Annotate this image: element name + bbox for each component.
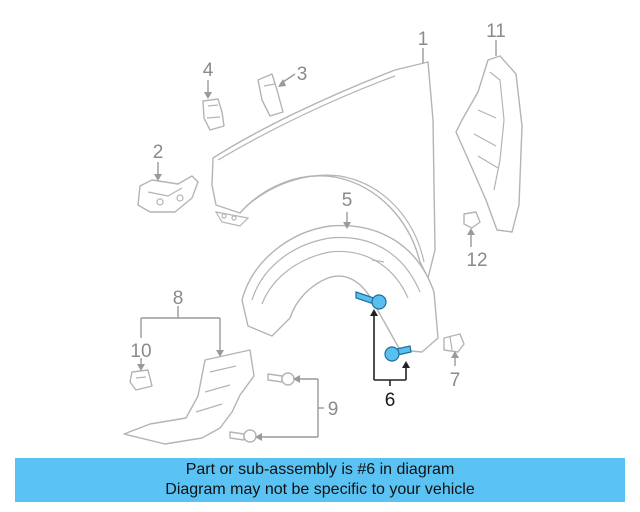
clip-part-12 <box>463 211 481 229</box>
callout-8: 8 <box>173 288 184 309</box>
callout-9: 9 <box>328 399 339 420</box>
info-banner: Part or sub-assembly is #6 in diagram Di… <box>15 458 625 502</box>
panel-part-11 <box>455 55 523 233</box>
callout-7: 7 <box>450 370 461 391</box>
callout-12: 12 <box>466 250 487 271</box>
block-part-3 <box>257 73 284 117</box>
bolt-part-6-upper <box>355 291 387 310</box>
bracket-part <box>137 175 199 213</box>
callout-3: 3 <box>297 64 308 85</box>
callout-8-leader <box>140 306 224 357</box>
callout-10: 10 <box>130 341 151 362</box>
callout-6-leader <box>370 309 410 386</box>
callout-9-leader <box>255 375 324 441</box>
banner-line-part-number: Part or sub-assembly is #6 in diagram <box>185 461 455 478</box>
callout-11: 11 <box>486 21 506 42</box>
callout-4: 4 <box>203 60 214 81</box>
fender-part <box>211 61 436 279</box>
liner-part-5 <box>241 224 439 353</box>
callout-1: 1 <box>418 29 429 50</box>
bolt-part-6-lower <box>384 345 412 362</box>
retainer-part-10 <box>129 369 153 391</box>
callout-2: 2 <box>153 142 164 163</box>
callout-6: 6 <box>385 390 396 411</box>
clip-part-7 <box>443 333 465 353</box>
clip-part-4 <box>202 98 225 131</box>
banner-line-disclaimer: Diagram may not be specific to your vehi… <box>165 481 475 498</box>
screw-part-9-lower <box>229 429 257 443</box>
screw-part-9-upper <box>267 372 295 386</box>
splash-shield-part-8 <box>123 349 255 445</box>
callout-5: 5 <box>342 190 353 211</box>
